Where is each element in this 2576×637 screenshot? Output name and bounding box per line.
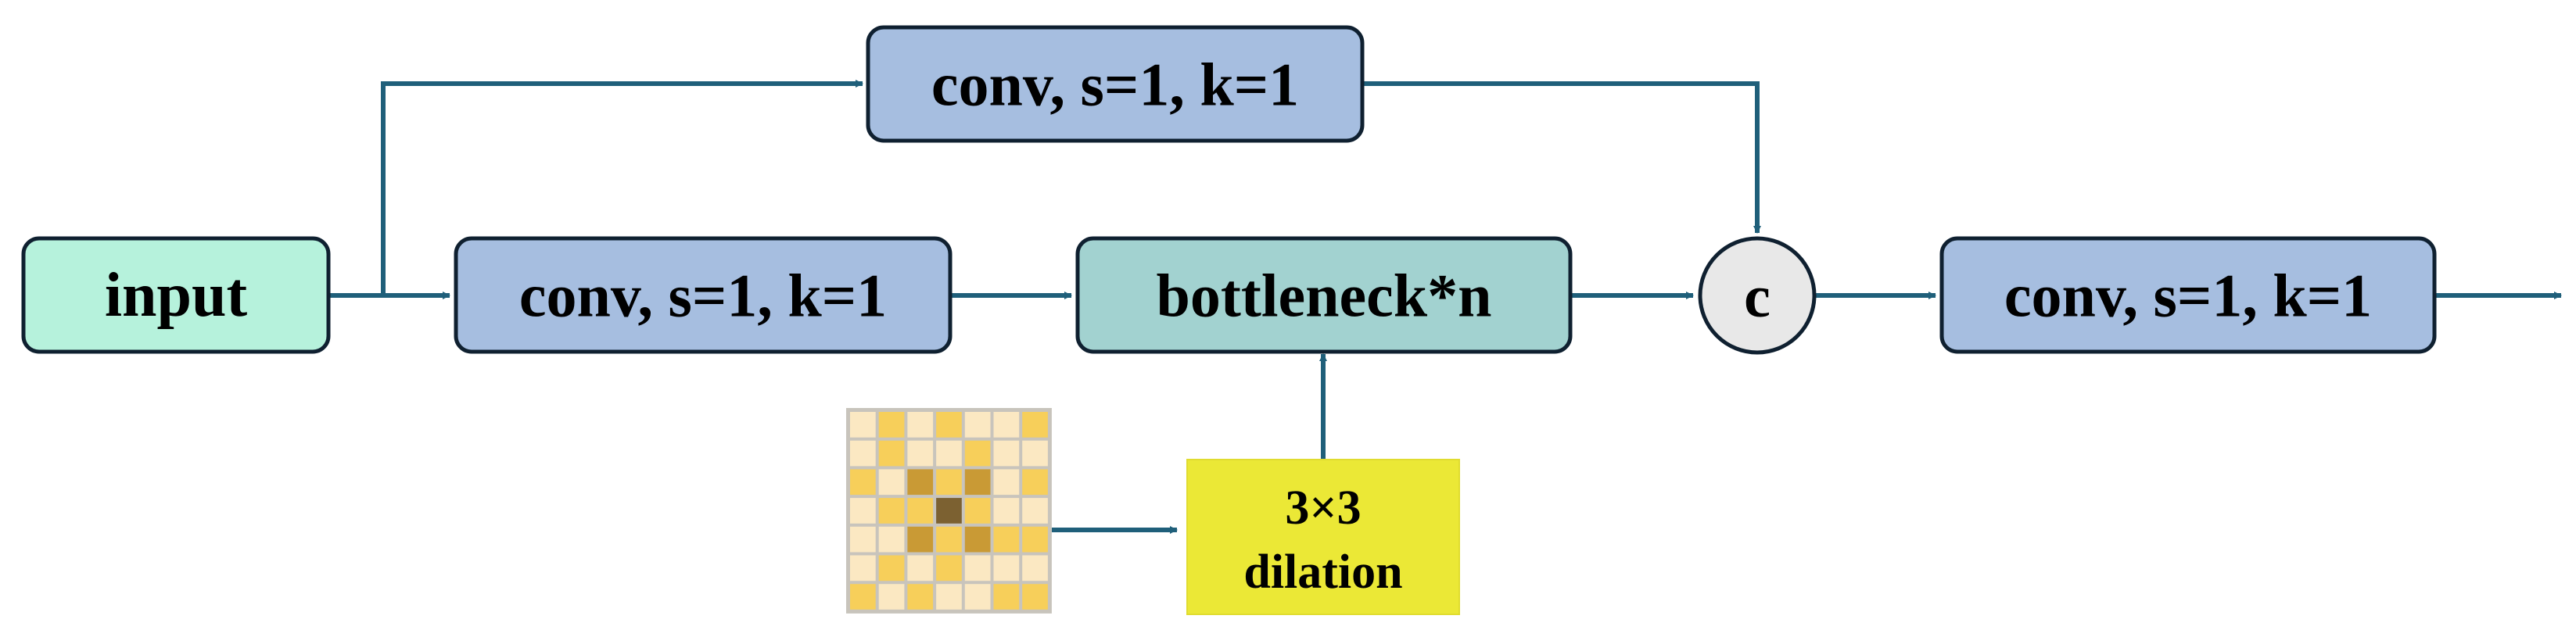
kernel-cell xyxy=(850,469,876,496)
concat-node: c xyxy=(1698,236,1817,355)
conv-top-node: conv, s=1, k=1 xyxy=(866,25,1365,143)
kernel-cell xyxy=(993,440,1020,467)
dilation-label-line2: dilation xyxy=(1243,546,1402,599)
kernel-cell xyxy=(936,584,962,610)
kernel-cell xyxy=(907,584,934,610)
kernel-cell xyxy=(936,526,962,553)
kernel-cell xyxy=(878,498,905,524)
conv-out-label: conv, s=1, k=1 xyxy=(2004,262,2372,330)
conv-top-box xyxy=(866,25,1365,143)
kernel-cell xyxy=(850,526,876,553)
kernel-cell xyxy=(907,440,934,467)
kernel-cell xyxy=(878,584,905,610)
kernel-cell xyxy=(936,555,962,582)
kernel-cell xyxy=(907,498,934,524)
kernel-cell xyxy=(850,498,876,524)
connection-arrows xyxy=(328,80,2562,534)
kernel-cell xyxy=(993,555,1020,582)
kernel-cell xyxy=(1022,412,1048,438)
dilated-kernel-grid xyxy=(846,408,1052,614)
input-box xyxy=(21,236,331,354)
conv-mid-node: conv, s=1, k=1 xyxy=(454,236,953,354)
kernel-cell xyxy=(964,526,991,553)
conv-out-box xyxy=(1939,236,2437,354)
input-label: input xyxy=(105,261,248,330)
kernel-cell xyxy=(936,498,962,524)
conv-mid-box xyxy=(454,236,953,354)
kernel-cell xyxy=(1022,498,1048,524)
kernel-cell xyxy=(1022,469,1048,496)
kernel-cell xyxy=(936,412,962,438)
conv-top-label: conv, s=1, k=1 xyxy=(931,51,1299,119)
kernel-cell xyxy=(993,469,1020,496)
concat-circle xyxy=(1698,236,1817,355)
kernel-cell xyxy=(907,555,934,582)
conv-mid-label: conv, s=1, k=1 xyxy=(519,262,887,330)
input-node: input xyxy=(21,236,331,354)
kernel-cell xyxy=(878,469,905,496)
kernel-cell xyxy=(850,412,876,438)
kernel-cell xyxy=(936,440,962,467)
kernel-cell xyxy=(907,412,934,438)
kernel-cell xyxy=(936,469,962,496)
bottleneck-box xyxy=(1075,236,1573,354)
arrow-conv-top-to-concat xyxy=(1363,81,1761,234)
kernel-cell xyxy=(993,526,1020,553)
kernel-cell xyxy=(964,412,991,438)
kernel-cell xyxy=(850,555,876,582)
kernel-cell xyxy=(878,555,905,582)
kernel-cell xyxy=(850,584,876,610)
bottleneck-label: bottleneck*n xyxy=(1157,262,1492,330)
kernel-cell xyxy=(878,440,905,467)
kernel-cell xyxy=(907,526,934,553)
kernel-cell xyxy=(1022,440,1048,467)
kernel-cell xyxy=(993,498,1020,524)
kernel-cell xyxy=(1022,526,1048,553)
bottleneck-node: bottleneck*n xyxy=(1075,236,1573,354)
concat-label: c xyxy=(1744,264,1771,330)
kernel-cell xyxy=(1022,584,1048,610)
kernel-cell xyxy=(993,412,1020,438)
dilation-box xyxy=(1186,459,1460,615)
kernel-cell xyxy=(964,584,991,610)
dilation-node: 3×3 dilation xyxy=(1186,459,1460,615)
kernel-cell xyxy=(964,469,991,496)
conv-out-node: conv, s=1, k=1 xyxy=(1939,236,2437,354)
kernel-cell xyxy=(878,526,905,553)
kernel-cell xyxy=(907,469,934,496)
kernel-cell xyxy=(964,555,991,582)
kernel-cell xyxy=(1022,555,1048,582)
kernel-cell xyxy=(993,584,1020,610)
kernel-cell xyxy=(850,440,876,467)
arrow-input-to-conv-top xyxy=(381,80,863,295)
kernel-cell xyxy=(964,440,991,467)
dilation-label-line1: 3×3 xyxy=(1285,481,1361,535)
kernel-cell xyxy=(878,412,905,438)
kernel-cell xyxy=(964,498,991,524)
